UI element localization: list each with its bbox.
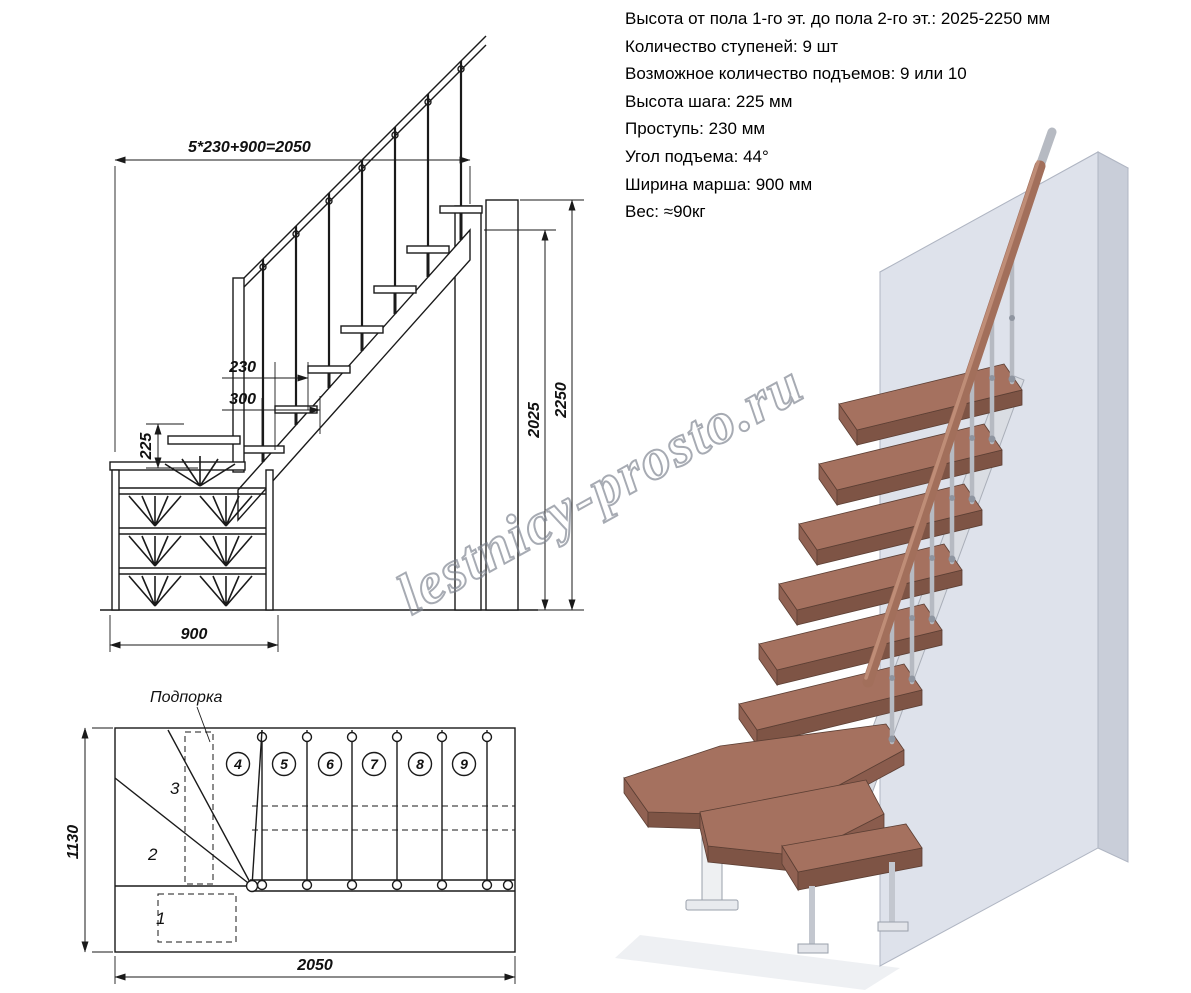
bottom-legs xyxy=(797,862,909,954)
specifications: Высота от пола 1-го эт. до пола 2-го эт.… xyxy=(625,5,1050,226)
dim-300-label: 300 xyxy=(229,391,256,408)
plan-step-numbers: 1 2 3 4 5 6 7 8 9 xyxy=(147,751,477,928)
spec-line: Угол подъема: 44° xyxy=(625,146,769,166)
tread-brackets xyxy=(261,213,463,462)
dimension-2050: 2050 xyxy=(114,956,516,984)
spec-line: Высота шага: 225 мм xyxy=(625,91,793,111)
plan-view: 1 2 3 4 5 6 7 8 9 Подпорка xyxy=(65,689,516,984)
handrail-metal-tip xyxy=(1035,127,1057,171)
step-number-9: 9 xyxy=(460,756,468,772)
dim-225-label: 225 xyxy=(138,432,155,461)
step-number-2: 2 xyxy=(147,845,158,864)
spec-line: Ширина марша: 900 мм xyxy=(625,174,813,194)
dimension-2250: 2250 xyxy=(520,199,584,611)
dimension-2025: 2025 xyxy=(484,229,556,611)
dim-2050-label: 2050 xyxy=(296,957,333,974)
dim-900-label: 900 xyxy=(181,626,208,643)
step-number-5: 5 xyxy=(280,756,288,772)
dim-2025-label: 2025 xyxy=(526,401,543,439)
plan-outline xyxy=(114,727,516,953)
plan-hidden-lines xyxy=(157,731,515,943)
floor xyxy=(615,935,900,990)
tread-step-4 xyxy=(738,663,923,747)
technical-drawings: 5*230+900=2050 2250 2025 230 xyxy=(65,35,584,984)
dimension-900: 900 xyxy=(109,615,279,652)
top-post xyxy=(454,205,482,611)
support-label: Подпорка xyxy=(150,689,222,706)
dim-2250-label: 2250 xyxy=(553,382,570,419)
spec-line: Возможное количество подъемов: 9 или 10 xyxy=(625,64,967,84)
tread-step-7 xyxy=(798,483,983,567)
center-post xyxy=(245,879,259,893)
plan-winder-lines xyxy=(114,729,263,893)
dimension-total-run: 5*230+900=2050 xyxy=(114,139,471,452)
spec-line: Вес: ≈90кг xyxy=(625,202,706,222)
step-number-6: 6 xyxy=(326,756,334,772)
support-callout: Подпорка xyxy=(150,689,222,743)
plan-step-divisions xyxy=(261,730,488,886)
step-number-8: 8 xyxy=(416,756,424,772)
step-number-1: 1 xyxy=(156,909,165,928)
tread-step-9 xyxy=(838,363,1023,447)
tread-step-8 xyxy=(818,423,1003,507)
dimension-300: 300 xyxy=(222,391,321,446)
turn-post xyxy=(232,277,245,473)
spec-line: Высота от пола 1-го эт. до пола 2-го эт.… xyxy=(625,9,1051,28)
winder-platform xyxy=(109,435,274,611)
stringer-beam xyxy=(237,228,471,522)
spec-line: Количество ступеней: 9 шт xyxy=(625,36,839,56)
decorative-fans xyxy=(128,456,253,607)
railing-balusters xyxy=(888,249,1016,745)
spec-line: Проступь: 230 мм xyxy=(625,119,766,139)
elevation-view: 5*230+900=2050 2250 2025 230 xyxy=(100,35,584,652)
dimension-1130: 1130 xyxy=(65,727,113,953)
tread-step-1 xyxy=(781,823,923,892)
dim-230-label: 230 xyxy=(228,359,256,376)
balusters xyxy=(259,61,465,446)
dimension-230: 230 xyxy=(222,359,309,450)
dim-total-run-label: 5*230+900=2050 xyxy=(188,139,311,156)
step-number-3: 3 xyxy=(170,779,180,798)
tread-step-5 xyxy=(758,603,943,687)
handrail-3d xyxy=(862,127,1057,688)
tread-step-6 xyxy=(778,543,963,627)
dim-1130-label: 1130 xyxy=(65,825,82,860)
dimension-225: 225 xyxy=(138,423,198,469)
plan-railing xyxy=(250,731,515,892)
stairs-3d-render xyxy=(615,127,1130,990)
step-number-4: 4 xyxy=(233,756,242,772)
wall-section xyxy=(485,199,519,611)
step-number-7: 7 xyxy=(370,756,379,772)
